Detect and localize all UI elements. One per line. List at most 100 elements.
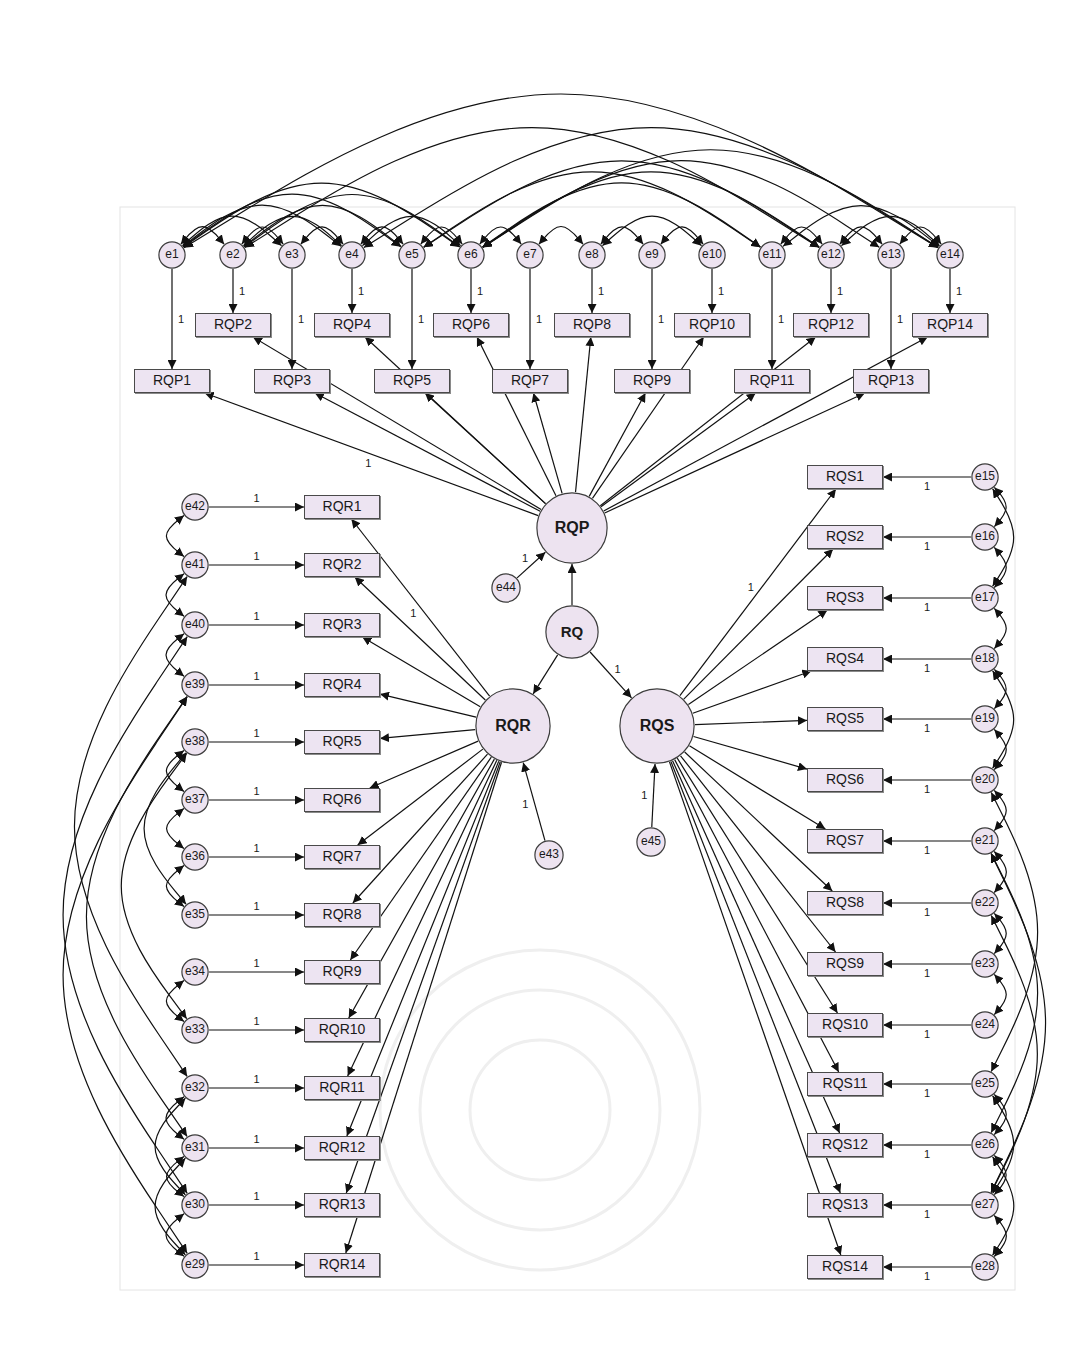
node-label: RQS12 (822, 1137, 868, 1152)
path-arrow (253, 337, 541, 510)
path-arrow (601, 393, 756, 507)
node-outline-circle (182, 612, 208, 638)
path-arrow (209, 624, 304, 625)
covariance-arc (155, 1158, 185, 1255)
covariance-arc (74, 577, 187, 1077)
path-coefficient: 1 (657, 313, 665, 325)
node-label: e31 (185, 1141, 205, 1154)
path-coefficient: 1 (923, 783, 931, 795)
path-arrow (291, 269, 292, 369)
path-arrow (590, 652, 631, 698)
error-term: e14 (936, 241, 964, 269)
path-coefficient: 1 (252, 670, 260, 682)
node-label: RQS6 (826, 772, 864, 787)
path-arrow (380, 694, 476, 717)
path-coefficient: 1 (923, 722, 931, 734)
error-term: e42 (181, 493, 209, 521)
node-outline-circle (182, 672, 208, 698)
observed-variable: RQP8 (554, 313, 630, 337)
path-arrow (425, 393, 545, 504)
path-coefficient: 1 (252, 900, 260, 912)
node-outline-circle (620, 689, 694, 763)
node-label: e28 (975, 1260, 995, 1273)
node-outline-circle (972, 767, 998, 793)
node-label: RQS7 (826, 833, 864, 848)
node-label: RQS5 (826, 711, 864, 726)
node-label: RQP13 (868, 373, 914, 388)
node-label: e9 (645, 248, 658, 261)
error-term: e45 (636, 827, 666, 857)
path-arrow (380, 730, 475, 739)
error-term: e9 (638, 241, 666, 269)
node-label: RQS1 (826, 469, 864, 484)
path-coefficient: 1 (252, 1250, 260, 1262)
node-label: RQR12 (319, 1140, 366, 1155)
path-coefficient: 1 (923, 480, 931, 492)
node-label: RQS10 (822, 1017, 868, 1032)
node-outline-circle (972, 464, 998, 490)
path-coefficient: 1 (238, 285, 246, 297)
node-outline-circle (972, 1012, 998, 1038)
node-label: RQS13 (822, 1197, 868, 1212)
error-term: e20 (971, 766, 999, 794)
path-coefficient: 1 (923, 1208, 931, 1220)
path-coefficient: 1 (923, 1148, 931, 1160)
error-term: e39 (181, 671, 209, 699)
node-label: RQP7 (511, 373, 549, 388)
error-term: e22 (971, 889, 999, 917)
observed-variable: RQS2 (807, 525, 883, 549)
path-coefficient: 1 (476, 285, 484, 297)
path-arrow (883, 597, 971, 598)
path-arrow (883, 658, 971, 659)
node-label: e38 (185, 735, 205, 748)
path-arrow (209, 799, 304, 800)
node-outline-circle (937, 242, 963, 268)
error-term: e16 (971, 523, 999, 551)
covariance-arc (991, 854, 1037, 1133)
node-label: RQS8 (826, 895, 864, 910)
covariance-arc (424, 161, 820, 247)
node-outline-circle (182, 1252, 208, 1278)
path-arrow (571, 564, 572, 605)
error-term: e44 (491, 573, 521, 603)
seal-ring (420, 990, 660, 1230)
node-outline-circle (220, 242, 246, 268)
observed-variable: RQS3 (807, 586, 883, 610)
error-term: e33 (181, 1016, 209, 1044)
observed-variable: RQP13 (853, 369, 929, 393)
path-arrow (209, 684, 304, 685)
covariance-arc (63, 697, 187, 1254)
covariance-arc (991, 793, 1037, 1072)
node-label: e26 (975, 1138, 995, 1151)
path-arrow (883, 840, 971, 841)
node-outline-circle (517, 242, 543, 268)
node-outline-circle (535, 841, 563, 869)
error-term: e30 (181, 1191, 209, 1219)
node-label: e6 (464, 248, 477, 261)
node-outline-circle (818, 242, 844, 268)
latent-variable: RQ (545, 605, 599, 659)
node-label: e20 (975, 773, 995, 786)
node-label: RQP10 (689, 317, 735, 332)
path-coefficient: 1 (640, 789, 648, 801)
covariance-arc (362, 216, 460, 245)
path-coefficient: 1 (717, 285, 725, 297)
path-arrow (883, 536, 971, 537)
covariance-arc (364, 128, 938, 248)
node-label: e14 (940, 248, 960, 261)
covariance-arc (86, 697, 187, 1137)
error-term: e8 (578, 241, 606, 269)
node-label: RQP9 (633, 373, 671, 388)
path-arrow (695, 720, 807, 724)
observed-variable: RQP5 (374, 369, 450, 393)
path-arrow (529, 269, 530, 369)
observed-variable: RQR1 (304, 495, 380, 519)
node-label: RQR9 (323, 964, 362, 979)
observed-variable: RQR9 (304, 960, 380, 984)
node-label: RQR1 (323, 499, 362, 514)
path-arrow (209, 506, 304, 507)
error-term: e21 (971, 827, 999, 855)
observed-variable: RQP6 (433, 313, 509, 337)
node-label: e23 (975, 957, 995, 970)
node-outline-circle (972, 524, 998, 550)
